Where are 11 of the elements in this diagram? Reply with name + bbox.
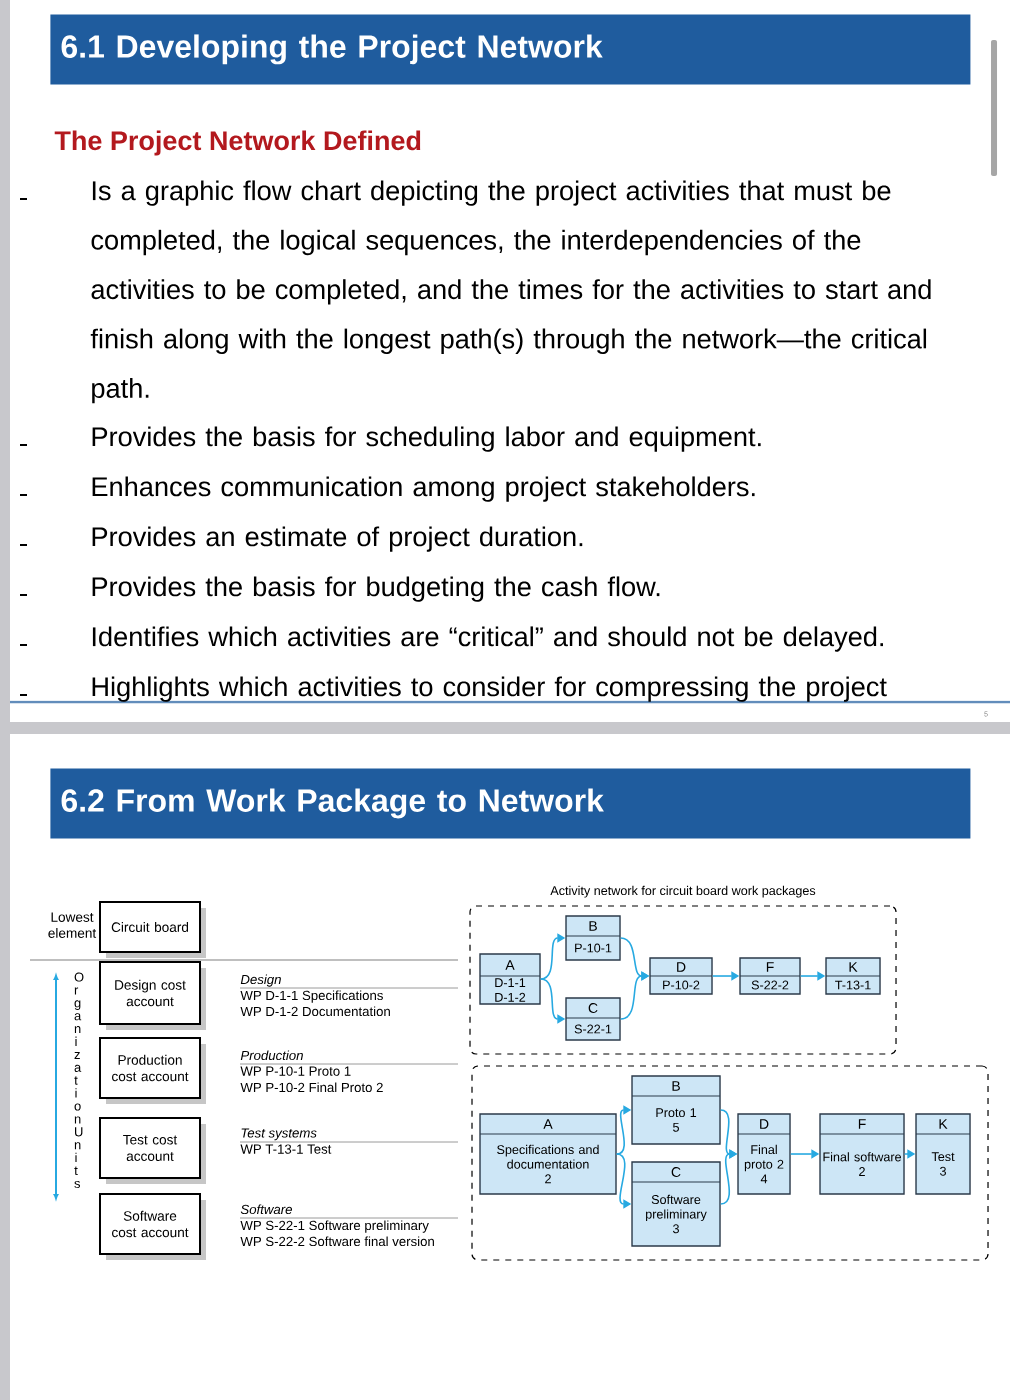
bullet-text: Provides the basis for budgeting the cash flow. [92, 576, 660, 602]
section-heading: The Project Network Defined [54, 130, 421, 156]
title-banner: 6.1 Developing the Project Network [50, 14, 971, 85]
bullet-text: Provides the basis for scheduling labor and equipment. [92, 426, 761, 452]
bullet-text: Identifies which activities are “critical” and should not be delayed. [92, 626, 883, 652]
bullet-text: Enhances communication among project stakeholders. [92, 476, 755, 502]
bullet-text: Provides an estimate of project duration. [92, 526, 583, 552]
bullet-text: Is a graphic flow chart depicting the project activities that must be completed, the logical sequences, the interdependencies of the activities to be completed, and the times for the activities to start and finish along with the longest path(s) through the network—the critical path. [90, 180, 931, 404]
dashed-frame [471, 1065, 989, 1261]
title-banner: 6.2 From Work Package to Network [50, 768, 971, 839]
bullet-text: Highlights which activities to consider for compressing the project [92, 676, 887, 702]
